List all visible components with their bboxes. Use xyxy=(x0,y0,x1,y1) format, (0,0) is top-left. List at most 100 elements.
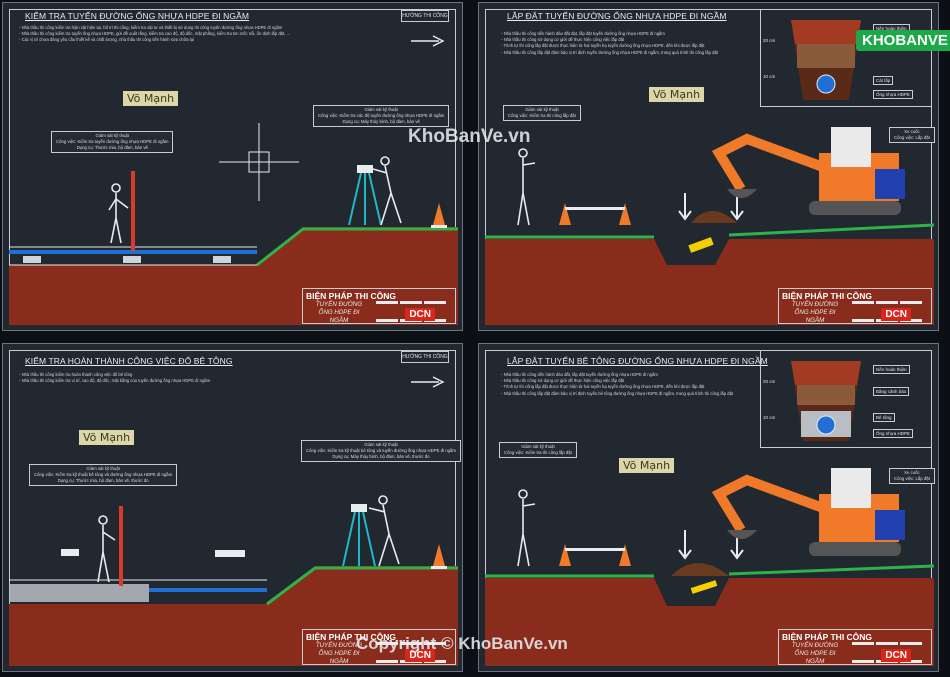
traffic-cone xyxy=(431,544,447,569)
note-line: Nhà thầu thi công kiểm tra tuyến ống nhự… xyxy=(19,31,290,37)
spoil-pile xyxy=(671,563,729,576)
panel-title: LẮP ĐẶT TUYẾN ĐƯỜNG ỐNG NHỰA HDPE ĐI NGẦ… xyxy=(507,11,727,21)
note-line: Trình tự thi công lắp đặt được thực hiện… xyxy=(501,43,718,49)
grass-line xyxy=(266,566,458,606)
callout-supervisor: Giám sát kỹ thuật Công việc: Kiểm tra kỹ… xyxy=(29,464,178,486)
note-line: Nhà thầu thi công kiểm tra vị trí, cao đ… xyxy=(19,378,211,384)
titleblock-main: BIỆN PHÁP THI CÔNG xyxy=(306,291,397,301)
signer-label: Võ Mạnh xyxy=(619,458,675,473)
panel-title: KIỂM TRA HOÀN THÀNH CÔNG VIỆC ĐỔ BÊ TÔNG xyxy=(25,356,233,366)
signer-label: Võ Mạnh xyxy=(123,91,179,106)
dim-bottom: 10 cm xyxy=(763,415,776,420)
note-line: Nhà thầu thi công lắp đặt đảm bảo vị trí… xyxy=(501,391,734,397)
titleblock-sub: TUYẾN ĐƯỜNG ỐNG HDPE ĐI NGẦM xyxy=(791,642,839,665)
barrier xyxy=(559,203,631,225)
watermark-copyright: Copyright © KhoBanVe.vn xyxy=(356,634,568,653)
note-line: Nhà thầu thi công lắp đặt đảm bảo vị trí… xyxy=(501,50,718,56)
panel-notes: Nhà thầu thi công tiến hành đào đất đạt,… xyxy=(501,31,718,56)
signer-label: Võ Mạnh xyxy=(79,430,135,445)
callout-surveyor: Giám sát kỹ thuật Công việc: Kiểm tra kỹ… xyxy=(301,440,461,462)
titleblock-sub: TUYẾN ĐƯỜNG ỐNG HDPE ĐI NGẦM xyxy=(791,301,839,324)
note-line: Nhà thầu thi công kiểm tra hoàn thành cô… xyxy=(19,372,210,378)
dim-top: 20 cm xyxy=(763,38,776,43)
callout-supervisor: Giám sát kỹ thuật Công việc: Kiểm tra th… xyxy=(499,442,577,458)
note-line: Nhà thầu thi công tiến hành đào đất, lắp… xyxy=(501,372,733,378)
trench-section-drawing xyxy=(791,20,861,100)
direction-label: HƯỚNG THI CÔNG xyxy=(401,10,449,22)
signer-label: Võ Mạnh xyxy=(649,87,705,102)
note-line: Nhà thầu thi công sử dụng cơ giới để thự… xyxy=(501,37,718,43)
trench-detail: 20 cm 10 cm Nền hoàn thiện Băng cảnh báo… xyxy=(760,350,932,448)
excavator xyxy=(711,127,905,215)
leveling-staff xyxy=(119,506,123,586)
worker-with-staff xyxy=(108,183,129,244)
traffic-cone xyxy=(431,203,447,228)
pipe-section xyxy=(816,74,836,94)
title-block: BIỆN PHÁP THI CÔNG TUYẾN ĐƯỜNG ỐNG HDPE … xyxy=(302,629,456,665)
soil-layer xyxy=(9,227,458,325)
scene-drawing xyxy=(485,127,935,325)
panel-title: KIỂM TRA TUYẾN ĐƯỜNG ỐNG NHỰA HDPE ĐI NG… xyxy=(25,11,250,21)
titleblock-main: BIỆN PHÁP THI CÔNG xyxy=(306,632,397,642)
pipe-line xyxy=(149,588,267,592)
soil-layer xyxy=(485,239,934,325)
company-logo: DCN xyxy=(881,308,911,321)
panel-install-concrete: LẮP ĐẶT TUYẾN BÊ TÔNG ĐƯỜNG ỐNG NHỰA HDP… xyxy=(478,343,939,672)
pipe-line xyxy=(9,250,257,254)
detail-label: Cát lấp xyxy=(873,76,894,85)
title-block: BIỆN PHÁP THI CÔNG TUYẾN ĐƯỜNG ỐNG HDPE … xyxy=(778,288,932,324)
concrete-bed xyxy=(9,584,149,602)
callout-excavator: Xe cuốc Công việc: Lắp đặt xyxy=(889,127,935,143)
direction-arrow xyxy=(411,35,445,47)
titleblock-sub: TUYẾN ĐƯỜNG ỐNG HDPE ĐI NGẦM xyxy=(315,301,363,324)
dim-top: 20 cm xyxy=(763,379,776,384)
detail-label: Ống nhựa HDPE xyxy=(873,90,914,99)
callout-surveyor: Giám sát kỹ thuật Công việc: Kiểm tra cá… xyxy=(313,105,450,127)
title-block: BIỆN PHÁP THI CÔNG TUYẾN ĐƯỜNG ỐNG HDPE … xyxy=(302,288,456,324)
grass-line xyxy=(485,223,935,239)
company-logo: DCN xyxy=(405,649,435,662)
callout-supervisor: Giám sát kỹ thuật Công việc: Kiểm tra th… xyxy=(503,105,581,121)
soil-layer xyxy=(485,578,934,666)
callout-excavator: Xe cuốc Công việc: Lắp đặt xyxy=(889,468,935,484)
panel-notes: Nhà thầu thi công kiểm tra hoàn thành cô… xyxy=(19,372,211,384)
titleblock-main: BIỆN PHÁP THI CÔNG xyxy=(782,291,873,301)
trench-detail: 20 cm 10 cm Nền hoàn thiện Cát lấp Ống n… xyxy=(760,9,932,107)
scene-drawing xyxy=(9,376,458,666)
callout-supervisor: Giám sát kỹ thuật Công việc: Kiểm tra tu… xyxy=(51,131,174,153)
dim-bottom: 10 cm xyxy=(763,74,776,79)
grass-line xyxy=(256,227,458,267)
excavator xyxy=(711,468,905,556)
scene-drawing xyxy=(485,468,935,666)
titleblock-sub: TUYẾN ĐƯỜNG ỐNG HDPE ĐI NGẦM xyxy=(315,642,363,665)
company-logo: DCN xyxy=(881,649,911,662)
watermark-logo: KHOBANVE xyxy=(856,30,950,51)
panel-install-pipe: LẮP ĐẶT TUYẾN ĐƯỜNG ỐNG NHỰA HDPE ĐI NGẦ… xyxy=(478,2,939,331)
note-line: Các vị trí chưa đáng yêu cầu thiết kế và… xyxy=(19,37,290,43)
title-block: BIỆN PHÁP THI CÔNG TUYẾN ĐƯỜNG ỐNG HDPE … xyxy=(778,629,932,665)
detail-label: Băng cảnh báo xyxy=(873,387,910,396)
company-logo: DCN xyxy=(405,308,435,321)
direction-arrow xyxy=(411,376,445,388)
surveyor-with-tripod xyxy=(348,156,402,226)
scene-drawing xyxy=(9,35,458,325)
detail-label: Ống nhựa HDPE xyxy=(873,429,914,438)
leveling-staff xyxy=(131,171,135,251)
panel-notes: Nhà thầu thi công tiến hành đào đất, lắp… xyxy=(501,372,733,397)
panel-check-concrete: KIỂM TRA HOÀN THÀNH CÔNG VIỆC ĐỔ BÊ TÔNG… xyxy=(2,343,463,672)
pipe-section xyxy=(816,415,836,435)
supervisor-figure xyxy=(517,148,536,226)
note-line: Nhà thầu thi công sử dụng cơ giới để thự… xyxy=(501,378,733,384)
panel-title: LẮP ĐẶT TUYẾN BÊ TÔNG ĐƯỜNG ỐNG NHỰA HDP… xyxy=(507,356,768,366)
supervisor-figure xyxy=(517,489,536,567)
warning-tape xyxy=(690,580,718,594)
direction-label: HƯỚNG THI CÔNG xyxy=(401,351,449,363)
note-line: Nhà thầu thi công kiểm tra hiện vật hiện… xyxy=(19,25,290,31)
barrier xyxy=(559,544,631,566)
worker-with-staff xyxy=(97,515,116,583)
grass-line xyxy=(485,564,935,578)
note-line: Trình tự thi công lắp đặt được thực hiện… xyxy=(501,384,733,390)
detail-label: Nền hoàn thiện xyxy=(873,365,910,374)
note-line: Nhà thầu thi công tiến hành đào đất đạt,… xyxy=(501,31,718,37)
trench-pipe xyxy=(688,237,714,253)
